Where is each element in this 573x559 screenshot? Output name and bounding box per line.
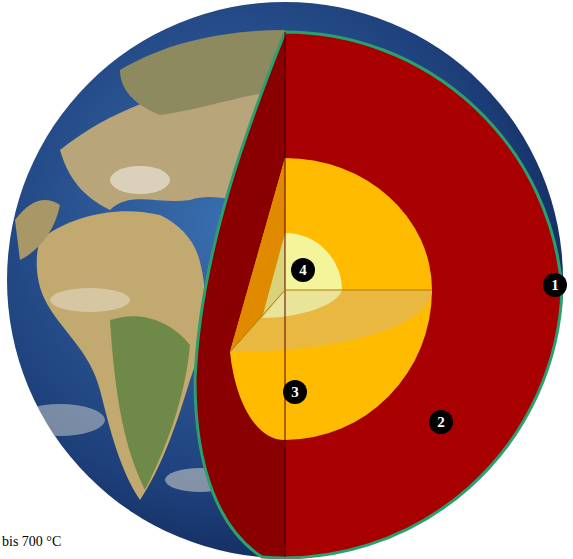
globe (7, 2, 563, 558)
cut-edge (285, 32, 286, 557)
cut-edge (285, 290, 432, 291)
crust (195, 32, 562, 558)
temperature-note: bis 700 °C (0, 534, 63, 550)
outer-core-base-face (230, 290, 432, 352)
callout-number: 2 (429, 410, 453, 434)
inner-core-base-face (262, 290, 342, 318)
callout-number: 3 (283, 380, 307, 404)
outer-core (230, 158, 432, 440)
inner-core (285, 233, 342, 290)
callout-number: 1 (543, 273, 567, 297)
callout-number: 4 (291, 258, 315, 282)
cut-edge (230, 290, 285, 352)
